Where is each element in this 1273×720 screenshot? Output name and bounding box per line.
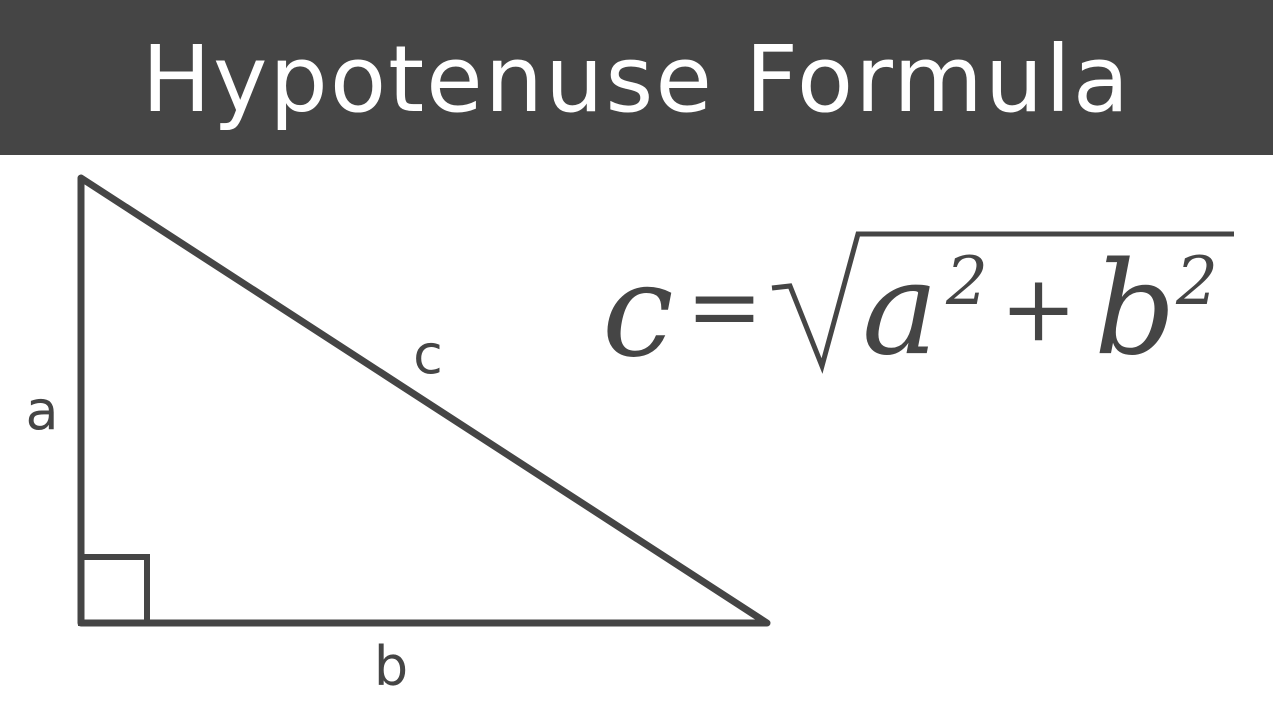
page-title: Hypotenuse Formula <box>141 25 1132 133</box>
formula-plus: + <box>1000 255 1077 362</box>
formula-a-exponent: 2 <box>945 243 988 320</box>
formula-equals: = <box>686 253 763 360</box>
side-b-label: b <box>374 635 408 698</box>
header-bar: Hypotenuse Formula <box>0 0 1273 155</box>
formula-a: a <box>862 235 938 380</box>
formula-c: c <box>602 237 674 380</box>
right-angle-marker <box>78 554 150 626</box>
formula-b-exponent: 2 <box>1175 243 1218 320</box>
formula-b: b <box>1094 235 1176 380</box>
side-c-label: c <box>413 323 443 386</box>
square-root-sign <box>771 231 1234 374</box>
hypotenuse-formula: c = a 2 + b 2 <box>602 231 1234 380</box>
triangle-outline <box>77 174 771 627</box>
side-a-label: a <box>25 379 58 442</box>
